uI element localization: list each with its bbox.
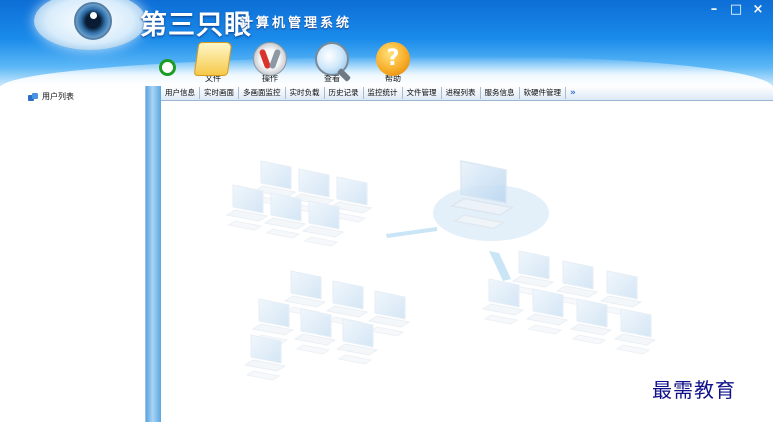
connector-right bbox=[489, 251, 511, 281]
magnifier-icon bbox=[315, 42, 349, 76]
window-controls: – □ × bbox=[703, 0, 769, 18]
sidebar-item-label: 用户列表 bbox=[42, 92, 74, 101]
tab-live-load[interactable]: 实时负载 bbox=[286, 87, 325, 99]
eye-iris bbox=[74, 2, 112, 40]
watermark-text: 最需教育 bbox=[652, 378, 736, 402]
tab-user-info[interactable]: 用户信息 bbox=[161, 87, 200, 99]
view-menu-button[interactable]: 查看 bbox=[308, 42, 356, 88]
tab-hardware-software[interactable]: 软硬件管理 bbox=[520, 87, 566, 99]
eye-logo-icon bbox=[34, 0, 146, 50]
tab-process-list[interactable]: 进程列表 bbox=[442, 87, 481, 99]
maximize-button[interactable]: □ bbox=[729, 1, 743, 17]
main-content-area bbox=[161, 101, 773, 422]
minimize-button[interactable]: – bbox=[710, 1, 718, 17]
folder-icon bbox=[193, 42, 233, 76]
panel-splitter[interactable] bbox=[146, 86, 161, 422]
app-logo-text: 第三只眼 bbox=[140, 10, 252, 41]
view-menu-label: 查看 bbox=[324, 74, 340, 83]
file-menu-button[interactable]: 文件 bbox=[189, 42, 237, 88]
operation-menu-label: 操作 bbox=[262, 74, 278, 83]
file-menu-label: 文件 bbox=[205, 74, 221, 83]
user-list-panel: 用户列表 bbox=[0, 86, 146, 422]
app-subtitle: 计算机管理系统 bbox=[240, 16, 353, 31]
tabs-more-chevron-icon[interactable]: » bbox=[570, 88, 576, 98]
eye-glint bbox=[90, 12, 97, 19]
sidebar-item-user-list[interactable]: 用户列表 bbox=[28, 91, 74, 102]
computer-cluster-bottom-left bbox=[244, 270, 410, 381]
help-menu-button[interactable]: ? 帮助 bbox=[369, 42, 417, 88]
tab-history[interactable]: 历史记录 bbox=[325, 87, 364, 99]
tab-monitor-stats[interactable]: 监控统计 bbox=[364, 87, 403, 99]
help-menu-label: 帮助 bbox=[385, 74, 401, 83]
tab-bar: 用户信息 实时画面 多画面监控 实时负载 历史记录 监控统计 文件管理 进程列表… bbox=[161, 86, 773, 101]
refresh-icon[interactable] bbox=[159, 59, 176, 76]
tab-live-screen[interactable]: 实时画面 bbox=[200, 87, 239, 99]
tab-file-management[interactable]: 文件管理 bbox=[403, 87, 442, 99]
network-illustration bbox=[226, 160, 656, 381]
tab-multi-screen-monitor[interactable]: 多画面监控 bbox=[239, 87, 286, 99]
operation-menu-button[interactable]: 操作 bbox=[246, 42, 294, 88]
help-icon: ? bbox=[376, 42, 410, 76]
users-icon bbox=[28, 92, 39, 101]
computer-cluster-top-left bbox=[226, 160, 372, 247]
close-button[interactable]: × bbox=[752, 1, 764, 17]
connector-left bbox=[386, 227, 437, 238]
tools-icon bbox=[253, 42, 287, 76]
tab-service-info[interactable]: 服务信息 bbox=[481, 87, 520, 99]
computer-cluster-bottom-right bbox=[482, 250, 656, 355]
